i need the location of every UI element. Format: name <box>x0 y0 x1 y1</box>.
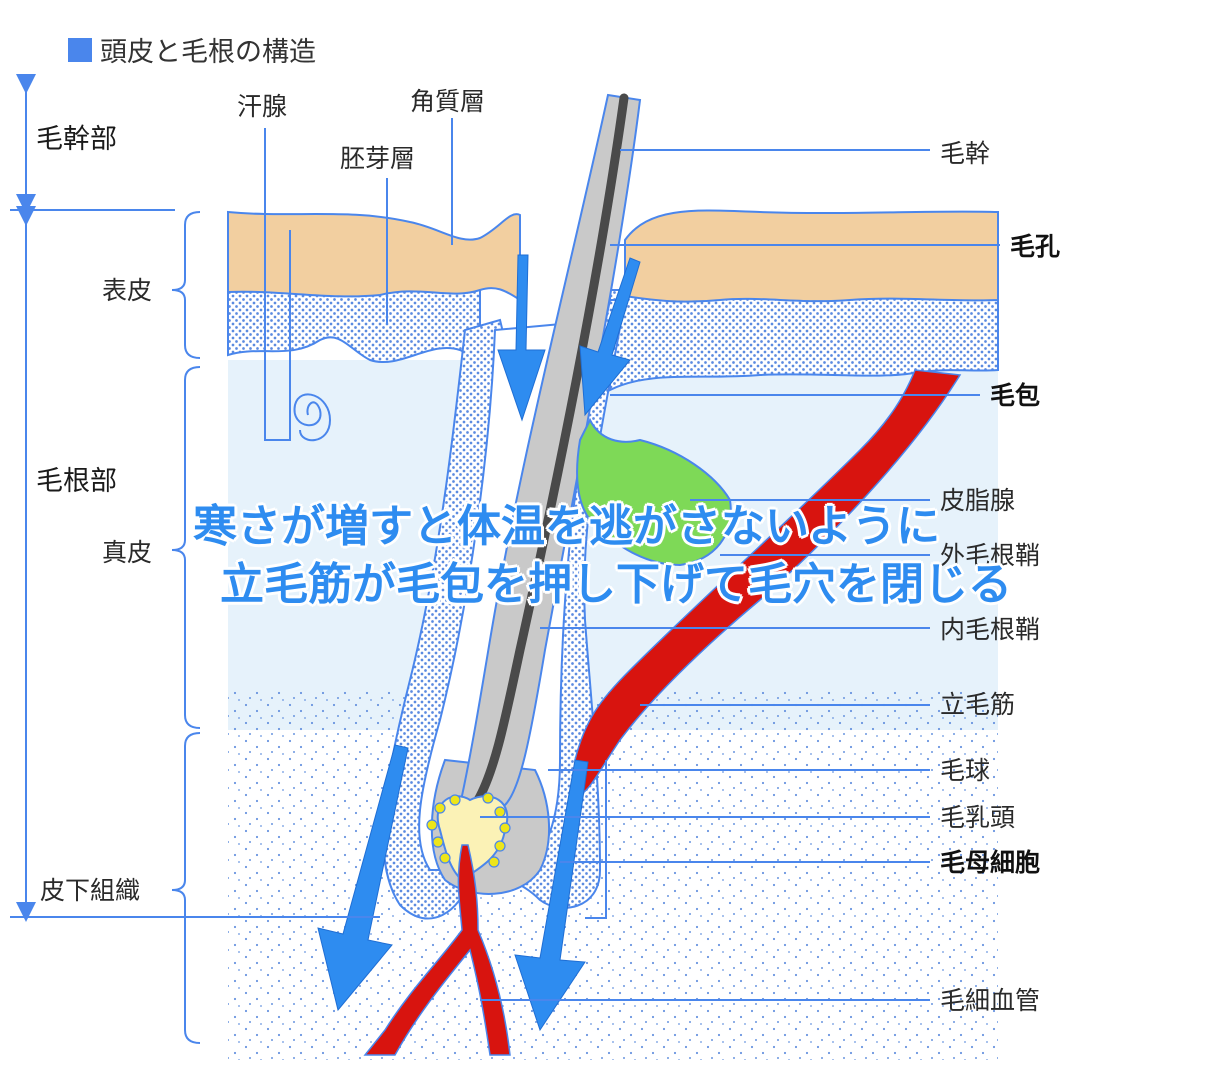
caption-line-1: 寒さが増すと体温を逃がさないように <box>193 501 941 552</box>
label-leader-lines <box>264 118 1000 1001</box>
label-hair-shaft-section: 毛幹部 <box>36 124 117 155</box>
stratum-corneum <box>227 210 521 302</box>
capillary-vessel <box>363 844 511 1056</box>
label-subcutaneous: 皮下組織 <box>40 876 141 905</box>
sebaceous-gland <box>576 417 732 567</box>
label-arrector-pili: 立毛筋 <box>940 690 1016 719</box>
stratum-corneum-right <box>624 209 999 303</box>
label-sweat-gland: 汗腺 <box>237 92 288 121</box>
label-stratum-corneum: 角質層 <box>410 87 486 116</box>
label-pore: 毛孔 <box>1010 232 1061 261</box>
label-germinal-layer: 胚芽層 <box>340 144 416 173</box>
label-hair-bulb: 毛球 <box>940 756 991 785</box>
title-square-icon <box>68 37 92 62</box>
label-outer-root-sheath: 外毛根鞘 <box>940 541 1041 570</box>
hair-shaft-core <box>473 93 629 805</box>
label-dermis: 真皮 <box>102 538 153 567</box>
label-sebaceous-gland: 皮脂腺 <box>940 486 1016 515</box>
label-hair-root-section: 毛根部 <box>36 466 117 497</box>
section-brackets <box>10 74 380 1044</box>
sweat-gland-duct <box>264 130 291 441</box>
dermis-region <box>228 360 998 730</box>
germinal-layer-right <box>609 289 999 392</box>
label-inner-root-sheath: 内毛根鞘 <box>940 615 1041 644</box>
label-matrix-cells: 毛母細胞 <box>940 848 1041 877</box>
label-epidermis: 表皮 <box>102 276 153 305</box>
label-hair-shaft: 毛幹 <box>940 139 991 168</box>
label-follicle: 毛包 <box>990 381 1041 410</box>
label-capillaries: 毛細血管 <box>940 986 1041 1015</box>
label-dermal-papilla: 毛乳頭 <box>940 803 1016 832</box>
title-text: 頭皮と毛根の構造 <box>100 37 316 68</box>
downward-arrows <box>317 254 641 1032</box>
diagram-title: 頭皮と毛根の構造 <box>68 30 316 69</box>
caption-line-2: 立毛筋が毛包を押し下げて毛穴を閉じる <box>220 559 1012 610</box>
sweat-gland-coil <box>293 393 332 442</box>
matrix-cells <box>426 792 511 868</box>
